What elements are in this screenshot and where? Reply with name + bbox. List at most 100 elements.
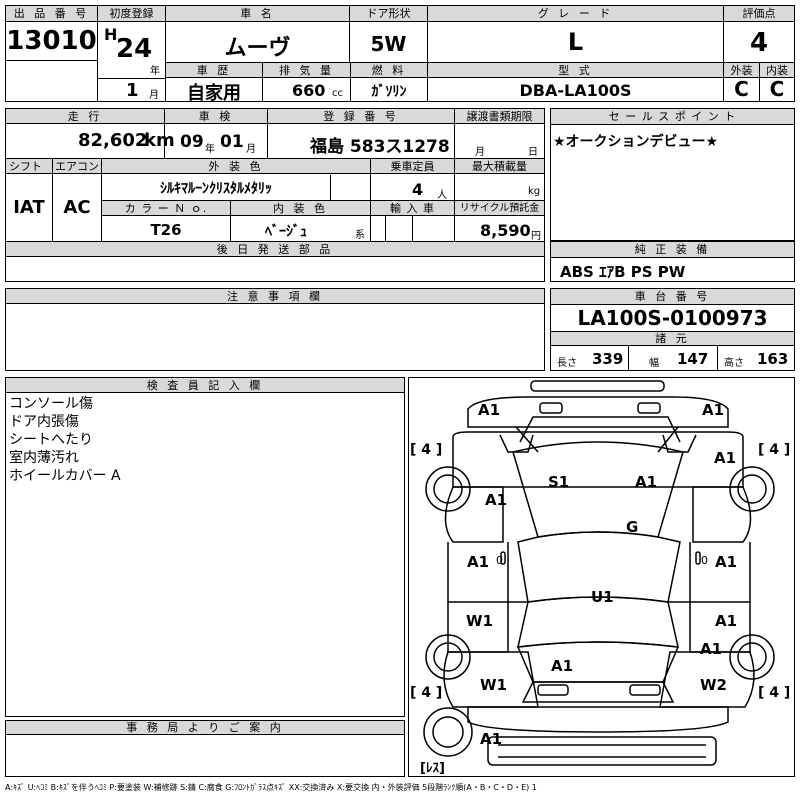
door-type: 5W	[370, 32, 407, 56]
model: DBA-LA100S	[519, 81, 632, 100]
damage-mark: A1	[702, 401, 724, 419]
score: 4	[749, 28, 769, 58]
int-color-suffix: 系	[355, 230, 365, 241]
score-label: 評価点	[724, 6, 794, 22]
damage-mark: W1	[480, 676, 507, 694]
legend: A:ｷｽﾞ U:ﾍｺﾐ B:ｷｽﾞを伴うﾍｺﾐ P:要塗装 W:補修跡 S:錆 …	[5, 783, 537, 792]
car-diagram-panel	[408, 377, 795, 777]
shift-label: シフト	[6, 159, 52, 174]
chassis-label: 車 台 番 号	[551, 289, 794, 305]
damage-mark: A1	[485, 491, 507, 509]
exterior-label: 外装	[724, 63, 759, 78]
first-reg-label: 初度登録	[98, 6, 165, 22]
ext-color: ｼﾙｷﾏﾙｰﾝｸﾘｽﾀﾙﾒﾀﾘｯ	[160, 181, 272, 197]
inspector-panel	[5, 377, 405, 717]
car-name-label: 車 名	[166, 6, 349, 22]
inspector-note: ホイールカバー A	[9, 468, 121, 484]
sales-point-panel	[550, 108, 795, 241]
history-label: 車 歴	[166, 63, 262, 78]
recycle-label: リサイクル預託金	[455, 201, 544, 216]
inspection-year-unit: 年	[205, 144, 215, 155]
inspection-label: 車 検	[165, 109, 267, 124]
damage-mark: A1	[700, 640, 722, 658]
displacement-label: 排 気 量	[263, 63, 350, 78]
mileage-unit: km	[144, 130, 175, 151]
inspector-note: コンソール傷	[9, 396, 93, 412]
tire-depth: [ 4 ]	[410, 685, 442, 701]
spare-tire-label: [ﾚｽ]	[420, 761, 445, 776]
damage-mark: A1	[714, 449, 736, 467]
capacity-unit: 人	[437, 190, 447, 201]
displacement: 660	[292, 81, 326, 100]
max-load-label: 最大積載量	[455, 159, 544, 174]
inspection-month: 01	[220, 132, 244, 152]
inspector-note: ドア内張傷	[9, 414, 79, 430]
grade-label: グ レ ー ド	[428, 6, 723, 22]
door-label: ドア形状	[350, 6, 427, 22]
ext-color-label: 外 装 色	[102, 159, 370, 174]
zero-mark: 0	[496, 554, 503, 567]
damage-mark: A1	[715, 612, 737, 630]
inspector-note: シートへたり	[9, 432, 93, 448]
capacity: 4	[412, 180, 424, 199]
tire-depth: [ 4 ]	[758, 442, 790, 458]
first-reg-year: 24	[116, 34, 153, 64]
capacity-label: 乗車定員	[371, 159, 454, 174]
registration-number: 福島 583ス1278	[310, 137, 450, 157]
displacement-unit: cc	[332, 88, 343, 99]
sales-point-text: ★オークションデビュー★	[553, 134, 719, 150]
inspector-notes: コンソール傷 ドア内張傷 シートへたり 室内薄汚れ ホイールカバー A	[9, 395, 121, 485]
inspection-year: 09	[180, 132, 204, 152]
inspector-label: 検 査 員 記 入 欄	[6, 378, 404, 393]
damage-mark: A1	[480, 730, 502, 748]
recycle-fee: 8,590	[480, 221, 531, 240]
width-value: 147	[677, 350, 709, 368]
inspection-month-unit: 月	[246, 144, 256, 155]
fuel-label: 燃 料	[351, 63, 427, 78]
sales-point-label: セ ー ル ス ポ イ ン ト	[551, 109, 794, 125]
damage-mark: W2	[700, 676, 727, 694]
car-diagram: A1 A1 A1 S1 A1 A1 G A1 A1 U1 W1 A1 A1 A1…	[410, 380, 790, 776]
length-label: 長さ	[557, 358, 577, 369]
length-value: 339	[592, 350, 624, 368]
transfer-month-unit: 月	[475, 147, 485, 158]
notes-label: 注 意 事 項 欄	[6, 289, 544, 304]
inspector-note: 室内薄汚れ	[9, 450, 79, 466]
zero-mark: 0	[701, 554, 708, 567]
fuel: ｶﾞｿﾘﾝ	[371, 84, 407, 100]
int-color-label: 内 装 色	[231, 201, 370, 216]
import-label: 輸 入 車	[371, 201, 454, 216]
transfer-day-unit: 日	[528, 147, 538, 158]
damage-mark: A1	[478, 401, 500, 419]
damage-mark: S1	[548, 473, 569, 491]
specs-label: 諸 元	[551, 332, 794, 346]
history: 自家用	[187, 83, 241, 104]
model-label: 型 式	[428, 63, 723, 78]
chassis-number: LA100S-0100973	[577, 306, 768, 330]
aircon-label: エアコン	[53, 159, 101, 174]
damage-mark: A1	[715, 553, 737, 571]
tire-depth: [ 4 ]	[758, 685, 790, 701]
equipment-label: 純 正 装 備	[551, 242, 794, 258]
grade: L	[567, 28, 584, 56]
shift: IAT	[13, 197, 45, 218]
color-no: T26	[150, 221, 182, 239]
registration-label: 登 録 番 号	[268, 109, 454, 124]
max-load-unit: kg	[528, 186, 541, 197]
interior-grade: C	[769, 77, 785, 101]
mileage: 82,602	[78, 130, 148, 151]
damage-mark: W1	[466, 612, 493, 630]
width-label: 幅	[649, 358, 659, 369]
equipment: ABS ｴｱB PS PW	[560, 263, 686, 281]
tire-depth: [ 4 ]	[410, 442, 442, 458]
mileage-label: 走 行	[6, 109, 164, 124]
first-reg-month-unit: 月	[149, 90, 159, 101]
first-reg-year-unit: 年	[150, 66, 160, 77]
damage-mark: A1	[551, 657, 573, 675]
first-reg-era: H	[104, 25, 118, 44]
color-no-label: カ ラ ー Ｎ ｏ.	[102, 201, 230, 216]
height-value: 163	[757, 350, 789, 368]
lot-number: 13010	[6, 26, 97, 56]
interior-label: 内装	[760, 63, 794, 78]
first-reg-month: 1	[126, 80, 139, 101]
